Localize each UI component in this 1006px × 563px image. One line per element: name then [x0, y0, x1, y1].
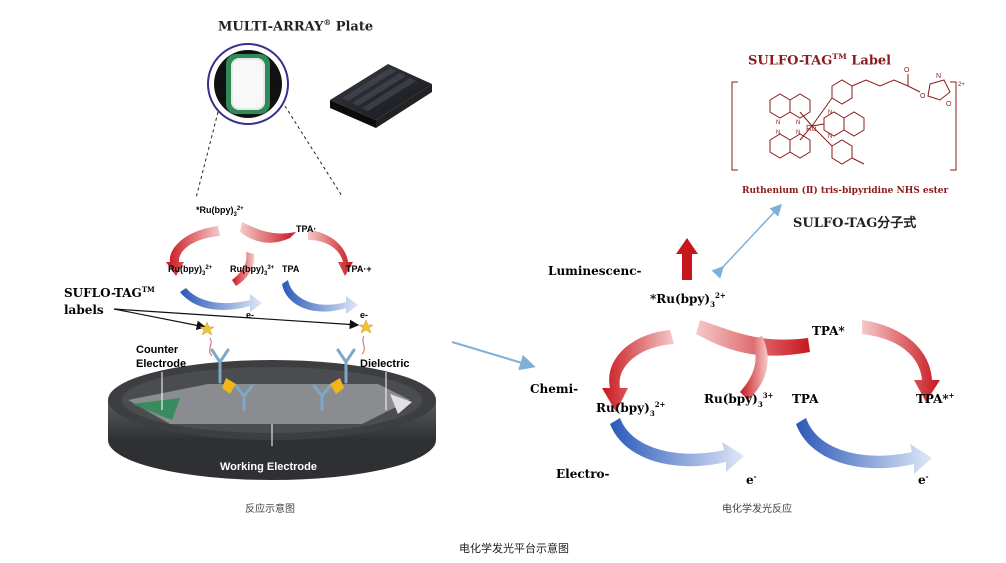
- luminescence-arrow-icon: [676, 238, 698, 280]
- left-e2: e-: [360, 310, 368, 320]
- caption-bottom: 电化学发光平台示意图: [459, 543, 569, 555]
- caption-left: 反应示意图: [245, 504, 295, 515]
- zoom-line-right: [284, 105, 343, 197]
- right-tpa-star: TPA*: [812, 324, 845, 338]
- right-tpa: TPA: [792, 392, 819, 406]
- label-subtitle: Ruthenium (Ⅱ) tris-bipyridine NHS ester: [742, 186, 949, 196]
- left-tpa-radical: TPA·: [296, 224, 316, 234]
- caption-right: 电化学发光反应: [722, 504, 792, 515]
- charge-label: 2+: [958, 82, 965, 88]
- n-atom: N: [776, 120, 780, 126]
- suflo-tag-label: SUFLO-TAGTM: [64, 285, 155, 300]
- chemi-label: Chemi-: [530, 382, 578, 396]
- n-atom: N: [796, 120, 800, 126]
- o-atom: O: [904, 67, 910, 74]
- working-electrode-label: Working Electrode: [220, 461, 317, 473]
- right-ru2: Ru(bpy)32+: [596, 400, 666, 418]
- right-e2: e-: [918, 472, 929, 487]
- formula-link-arrow: [711, 203, 783, 279]
- right-e1: e-: [746, 472, 757, 487]
- o-atom: O: [920, 93, 926, 100]
- antigen-icon: [222, 378, 344, 394]
- linker-icon: [361, 335, 365, 355]
- counter-label-1: Counter: [136, 344, 179, 356]
- transition-arrow: [451, 341, 536, 371]
- n-atom: N: [828, 134, 832, 140]
- label-arrow-1: [113, 308, 207, 331]
- zoom-line-left: [195, 111, 219, 199]
- o-atom: O: [946, 101, 952, 108]
- left-tpa-cation: TPA·+: [346, 264, 372, 274]
- formula-title: SULFO-TAG分子式: [793, 216, 917, 231]
- right-ru-star: *Ru(bpy)32+: [650, 291, 726, 309]
- left-ru-star: *Ru(bpy)32+: [196, 205, 244, 218]
- well-closeup-icon: [207, 43, 289, 125]
- label-arrow-2: [113, 308, 360, 330]
- linker-icon: [209, 337, 213, 357]
- n-atom: N: [936, 73, 941, 80]
- left-tpa: TPA: [282, 264, 300, 274]
- star-icon: [199, 321, 215, 336]
- right-tpa-star-cation: TPA*+: [916, 391, 955, 406]
- n-atom: N: [796, 130, 800, 136]
- n-atom: N: [776, 130, 780, 136]
- molecule-structure: [731, 74, 957, 171]
- left-e1: e-: [246, 310, 254, 320]
- right-cycle-arrows: [602, 320, 940, 474]
- dielectric-label: Dielectric: [360, 358, 410, 370]
- microplate-icon: [330, 64, 432, 128]
- star-icon: [358, 319, 374, 334]
- left-ru3: Ru(bpy)33+: [230, 264, 275, 277]
- plate-title: MULTI-ARRAY® Plate: [218, 18, 374, 35]
- counter-label-2: Electrode: [136, 358, 186, 370]
- electro-label: Electro-: [556, 467, 610, 481]
- ru-atom: Ru: [806, 124, 816, 133]
- left-cycle-arrows: [166, 222, 358, 314]
- luminescence-label: Luminescenc-: [548, 264, 642, 278]
- labels-word: labels: [64, 303, 104, 317]
- antibody-icon: [312, 348, 356, 412]
- antibody-icon: [210, 348, 254, 412]
- left-ru2: Ru(bpy)32+: [168, 264, 213, 277]
- label-title: SULFO-TAGTM Label: [748, 52, 892, 69]
- right-ru3: Ru(bpy)33+: [704, 391, 774, 409]
- n-atom: N: [828, 110, 832, 116]
